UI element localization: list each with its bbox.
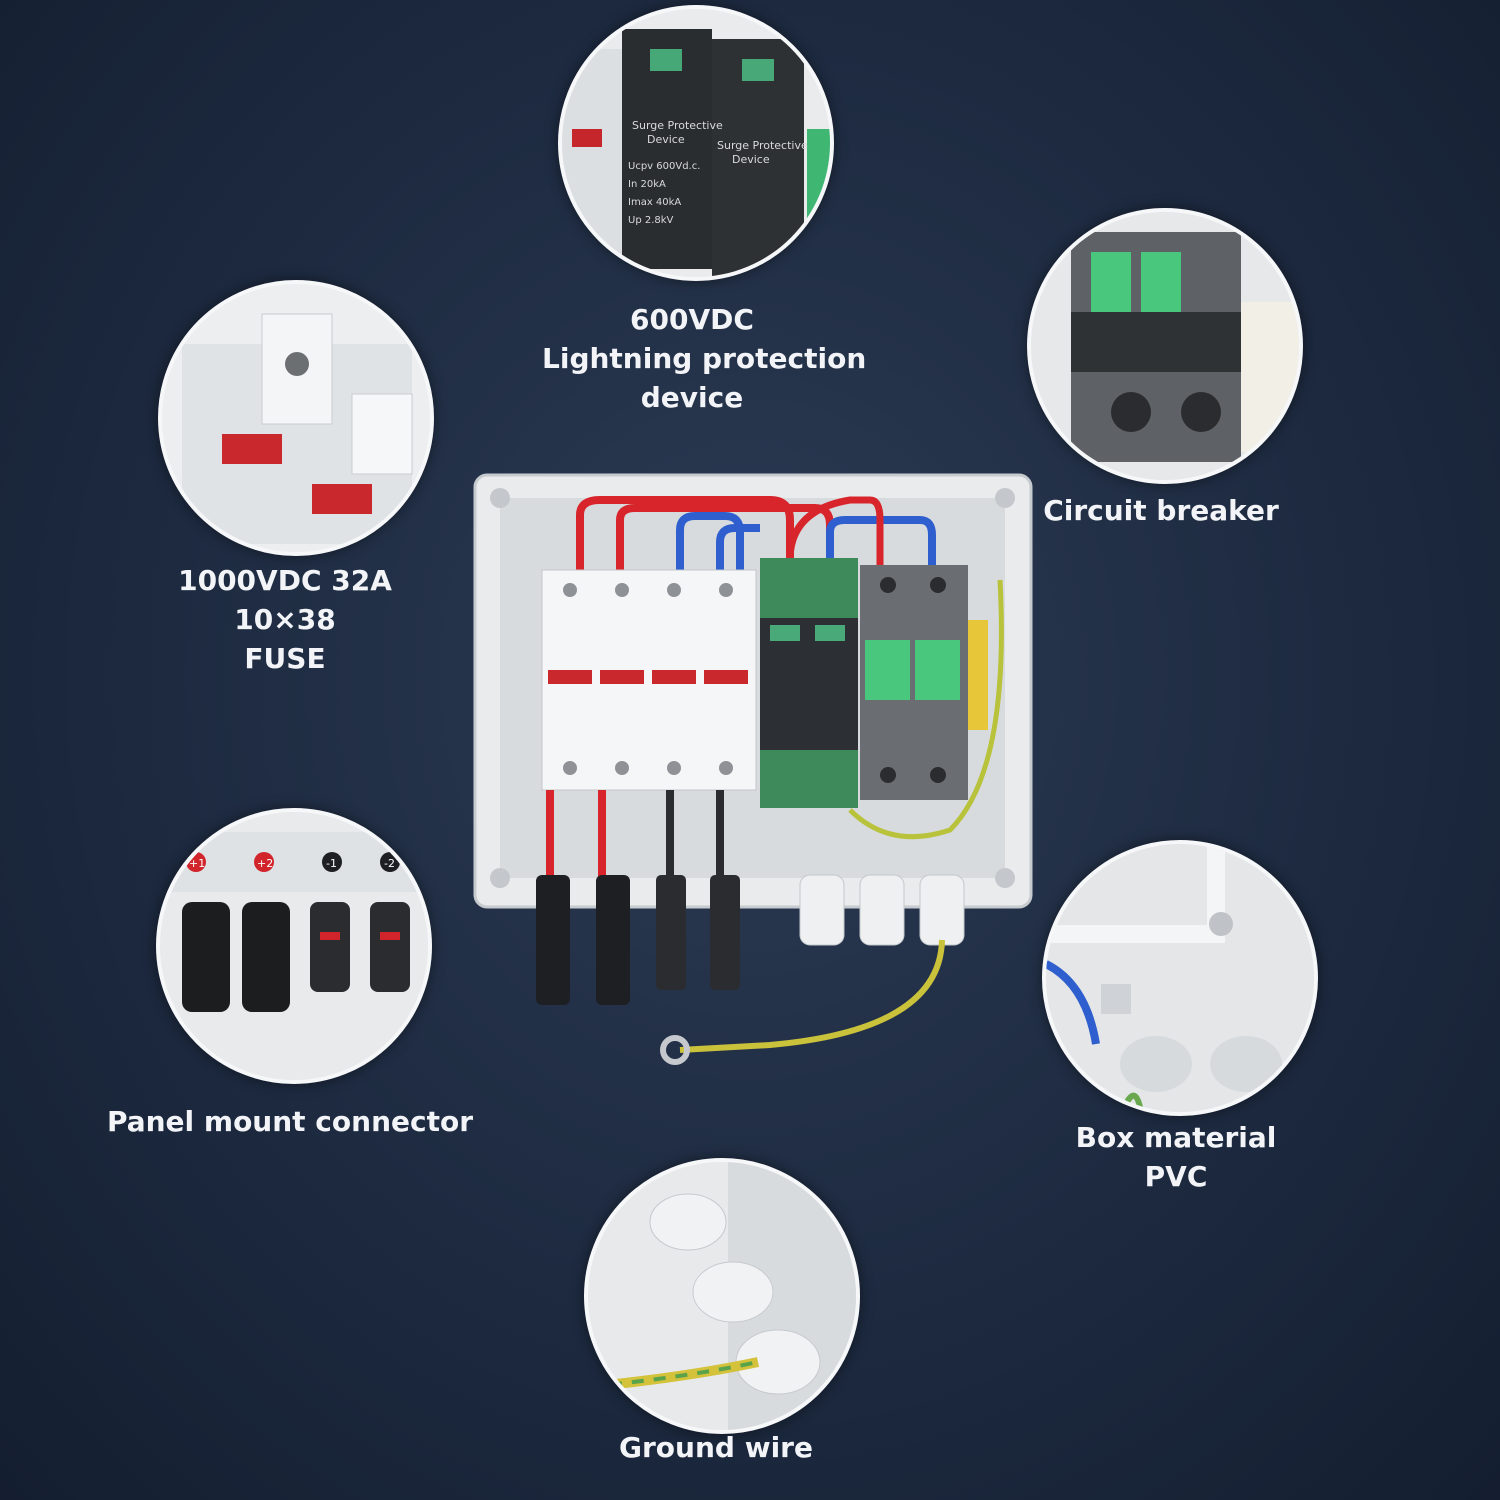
- surge-protectors: [760, 558, 858, 808]
- ground-wire-closeup: [588, 1162, 856, 1430]
- lightning-caption-line-1: 600VDC: [630, 303, 754, 336]
- box-material-caption-line-1: Box material: [1075, 1121, 1277, 1154]
- fuse-holder-closeup: [162, 284, 430, 552]
- combiner-box-illustration: [470, 470, 1040, 1070]
- ground-wire: [679, 939, 945, 1053]
- cable-glands: [799, 874, 965, 946]
- spd-text-2: Device: [647, 133, 685, 146]
- lightning-protection-caption: 600VDC Lightning protection device: [542, 300, 867, 417]
- panel-connectors: [536, 875, 740, 1005]
- spd-text-4: In 20kA: [628, 179, 666, 190]
- lightning-protection-callout: Surge Protective Device Ucpv 600Vd.c. In…: [558, 5, 834, 281]
- ground-wire-caption: Ground wire: [566, 1428, 866, 1467]
- connector-label-2: +2: [257, 857, 273, 870]
- panel-connector-caption-line-1: Panel mount connector: [106, 1105, 474, 1138]
- lightning-caption-line-2: Lightning protection: [542, 342, 867, 375]
- box-material-callout: [1042, 840, 1318, 1116]
- box-material-caption-line-2: PVC: [1144, 1160, 1208, 1193]
- fuse-caption-line-2: 10×38: [234, 603, 336, 636]
- spd-text-5: Imax 40kA: [628, 197, 681, 208]
- connector-label-4: -2: [384, 857, 395, 870]
- combiner-box-drawing: [473, 473, 1033, 1065]
- ground-wire-callout: [584, 1158, 860, 1434]
- fuse-callout: [158, 280, 434, 556]
- panel-connector-caption: Panel mount connector: [100, 1102, 480, 1141]
- spd-text-b1: Surge Protective: [717, 139, 808, 152]
- box-material-closeup: [1046, 844, 1314, 1112]
- ground-terminal: [968, 620, 988, 730]
- circuit-breaker-caption-line-1: Circuit breaker: [1043, 494, 1279, 527]
- panel-connector-callout: +1 +2 -1 -2: [156, 808, 432, 1084]
- spd-text-6: Up 2.8kV: [628, 215, 674, 226]
- ring-terminal: [660, 1035, 690, 1065]
- spd-text-1: Surge Protective: [632, 119, 723, 132]
- circuit-breaker-callout: [1027, 208, 1303, 484]
- dc-breaker: [860, 565, 968, 800]
- fuse-caption-line-1: 1000VDC 32A: [178, 564, 392, 597]
- fuse-caption: 1000VDC 32A 10×38 FUSE: [130, 561, 440, 678]
- circuit-breaker-closeup: [1031, 212, 1299, 480]
- spd-text-3: Ucpv 600Vd.c.: [628, 161, 700, 172]
- surge-protector-closeup: Surge Protective Device Ucpv 600Vd.c. In…: [562, 9, 830, 277]
- fuse-holders: [541, 569, 757, 791]
- panel-connector-closeup: +1 +2 -1 -2: [160, 812, 428, 1080]
- circuit-breaker-caption: Circuit breaker: [1030, 491, 1292, 530]
- connector-label-1: +1: [189, 857, 205, 870]
- spd-text-b2: Device: [732, 153, 770, 166]
- lightning-caption-line-3: device: [640, 381, 744, 414]
- box-material-caption: Box material PVC: [1040, 1118, 1312, 1196]
- ground-wire-caption-line-1: Ground wire: [619, 1431, 813, 1464]
- fuse-caption-line-3: FUSE: [244, 642, 326, 675]
- connector-label-3: -1: [326, 857, 337, 870]
